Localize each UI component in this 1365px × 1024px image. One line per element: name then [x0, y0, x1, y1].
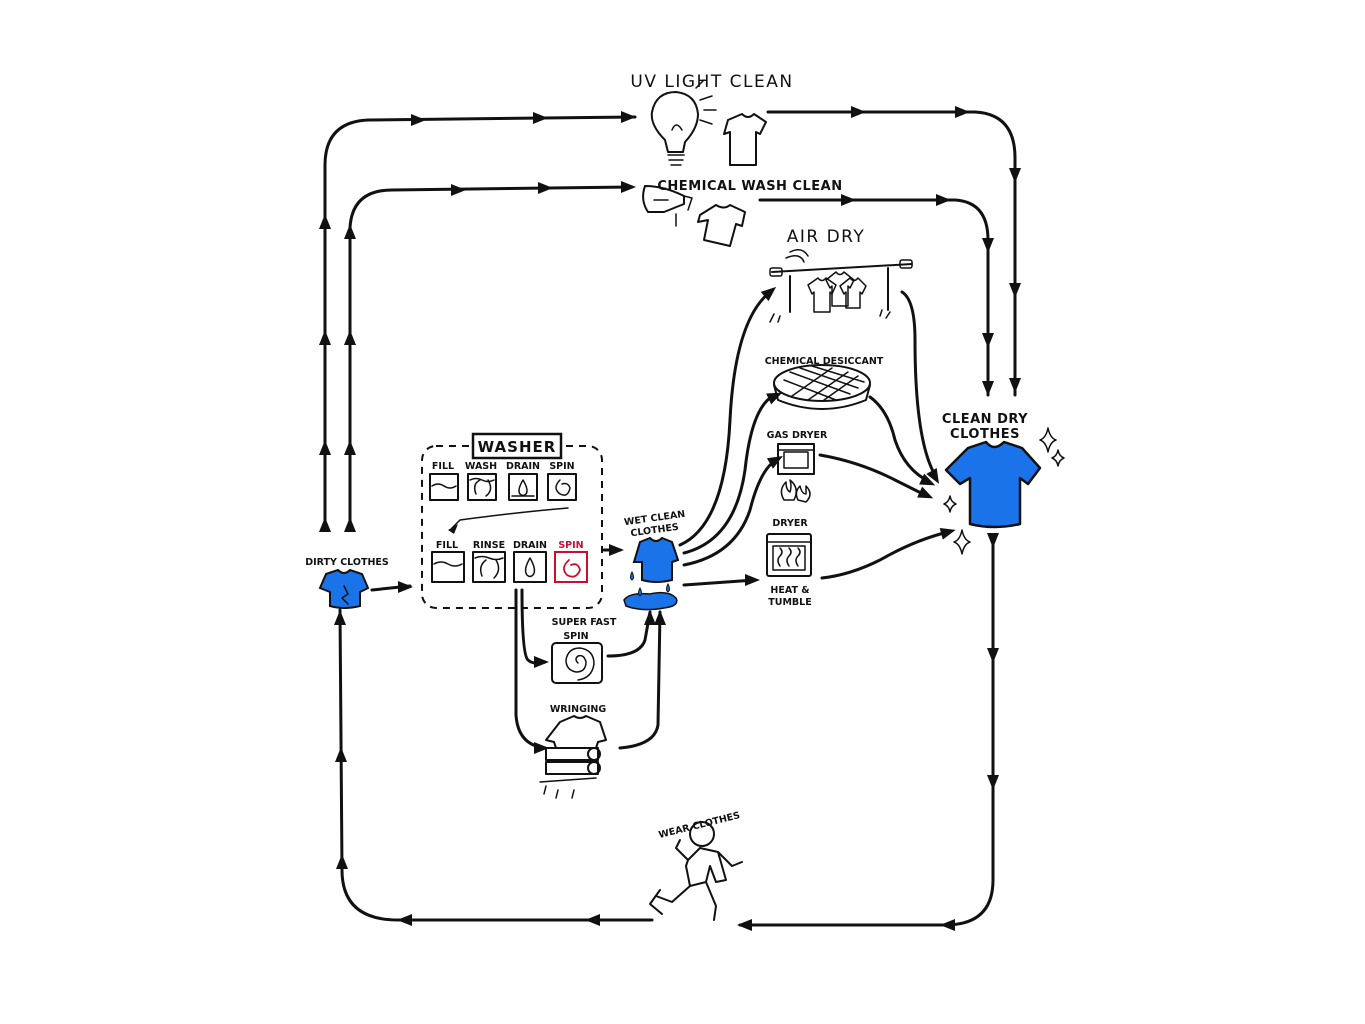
svg-text:FILL: FILL: [436, 540, 458, 551]
shirt-icon: [723, 113, 767, 166]
shirt-icon: [944, 440, 1042, 529]
wringing-label: WRINGING: [550, 704, 607, 715]
clean-dry-clothes-label-line2: CLOTHES: [950, 427, 1020, 442]
spin-drum-icon: [551, 642, 603, 684]
desiccant-dish-icon: [773, 364, 871, 410]
clean-dry-clothes-label-line1: CLEAN DRY: [942, 412, 1028, 427]
washer-step-fill-2: FILL: [431, 540, 465, 583]
uv-light-clean-node: UV LIGHT CLEAN: [630, 72, 793, 166]
super-fast-spin-node: SUPER FAST SPIN: [551, 617, 617, 684]
shirt-icon: [697, 204, 746, 247]
washer-step-drain-2: DRAIN: [513, 540, 547, 583]
washer-step-drain: DRAIN: [506, 461, 540, 501]
chemical-desiccant-label: CHEMICAL DESICCANT: [765, 356, 884, 367]
washer-step-wash: WASH: [465, 461, 497, 501]
dryer-node: DRYER HEAT & TUMBLE: [766, 518, 812, 608]
spray-bottle-icon: [642, 185, 693, 227]
dryer-icon: [766, 533, 812, 577]
flame-icon: [780, 479, 811, 503]
shirt-icon: [318, 568, 370, 609]
wringer-icon: [539, 715, 607, 799]
sparkle-icon: [943, 427, 1065, 555]
gas-dryer-icon: [777, 443, 815, 475]
super-fast-spin-label-line1: SUPER FAST: [552, 617, 617, 628]
chemical-wash-clean-label: CHEMICAL WASH CLEAN: [657, 179, 842, 194]
clean-dry-clothes-node: CLEAN DRY CLOTHES: [942, 412, 1065, 555]
air-dry-node: AIR DRY: [769, 227, 913, 323]
chemical-wash-clean-node: CHEMICAL WASH CLEAN: [642, 179, 842, 247]
wet-clean-clothes-node: WET CLEAN CLOTHES: [623, 509, 686, 611]
air-dry-label: AIR DRY: [787, 227, 866, 247]
heat-tumble-label-line1: HEAT &: [770, 585, 809, 596]
svg-text:WASH: WASH: [465, 461, 497, 472]
dirty-clothes-node: DIRTY CLOTHES: [305, 557, 389, 609]
super-fast-spin-label-line2: SPIN: [563, 631, 588, 642]
svg-text:FILL: FILL: [432, 461, 454, 472]
svg-text:SPIN: SPIN: [549, 461, 574, 472]
chemical-desiccant-node: CHEMICAL DESICCANT: [765, 356, 884, 410]
wringing-node: WRINGING: [539, 704, 607, 799]
washer-step-spin-2: SPIN: [554, 540, 588, 583]
svg-text:DRAIN: DRAIN: [506, 461, 540, 472]
heat-tumble-label-line2: TUMBLE: [768, 597, 811, 608]
wear-clothes-node: WEAR CLOTHES: [649, 810, 743, 921]
gas-dryer-node: GAS DRYER: [767, 430, 828, 503]
svg-text:RINSE: RINSE: [473, 540, 505, 551]
wear-clothes-label: WEAR CLOTHES: [658, 810, 742, 841]
uv-light-clean-label: UV LIGHT CLEAN: [630, 72, 793, 92]
washer-step-rinse: RINSE: [472, 540, 506, 583]
svg-text:DRAIN: DRAIN: [513, 540, 547, 551]
gas-dryer-label: GAS DRYER: [767, 430, 828, 441]
washer-step-fill: FILL: [429, 461, 459, 501]
clothes-rack-icon: [769, 249, 913, 323]
water-puddle-icon: [623, 570, 678, 611]
washer-node: WASHER FILL WASH DRAIN SPIN FILL: [421, 432, 603, 609]
dryer-label: DRYER: [772, 518, 808, 529]
washer-label: WASHER: [478, 438, 557, 456]
shirt-icon: [632, 536, 680, 583]
washer-step-spin: SPIN: [547, 461, 577, 501]
svg-text:SPIN: SPIN: [558, 540, 583, 551]
dirty-clothes-label: DIRTY CLOTHES: [305, 557, 389, 568]
running-person-icon: [649, 821, 743, 921]
light-bulb-icon: [650, 79, 717, 166]
